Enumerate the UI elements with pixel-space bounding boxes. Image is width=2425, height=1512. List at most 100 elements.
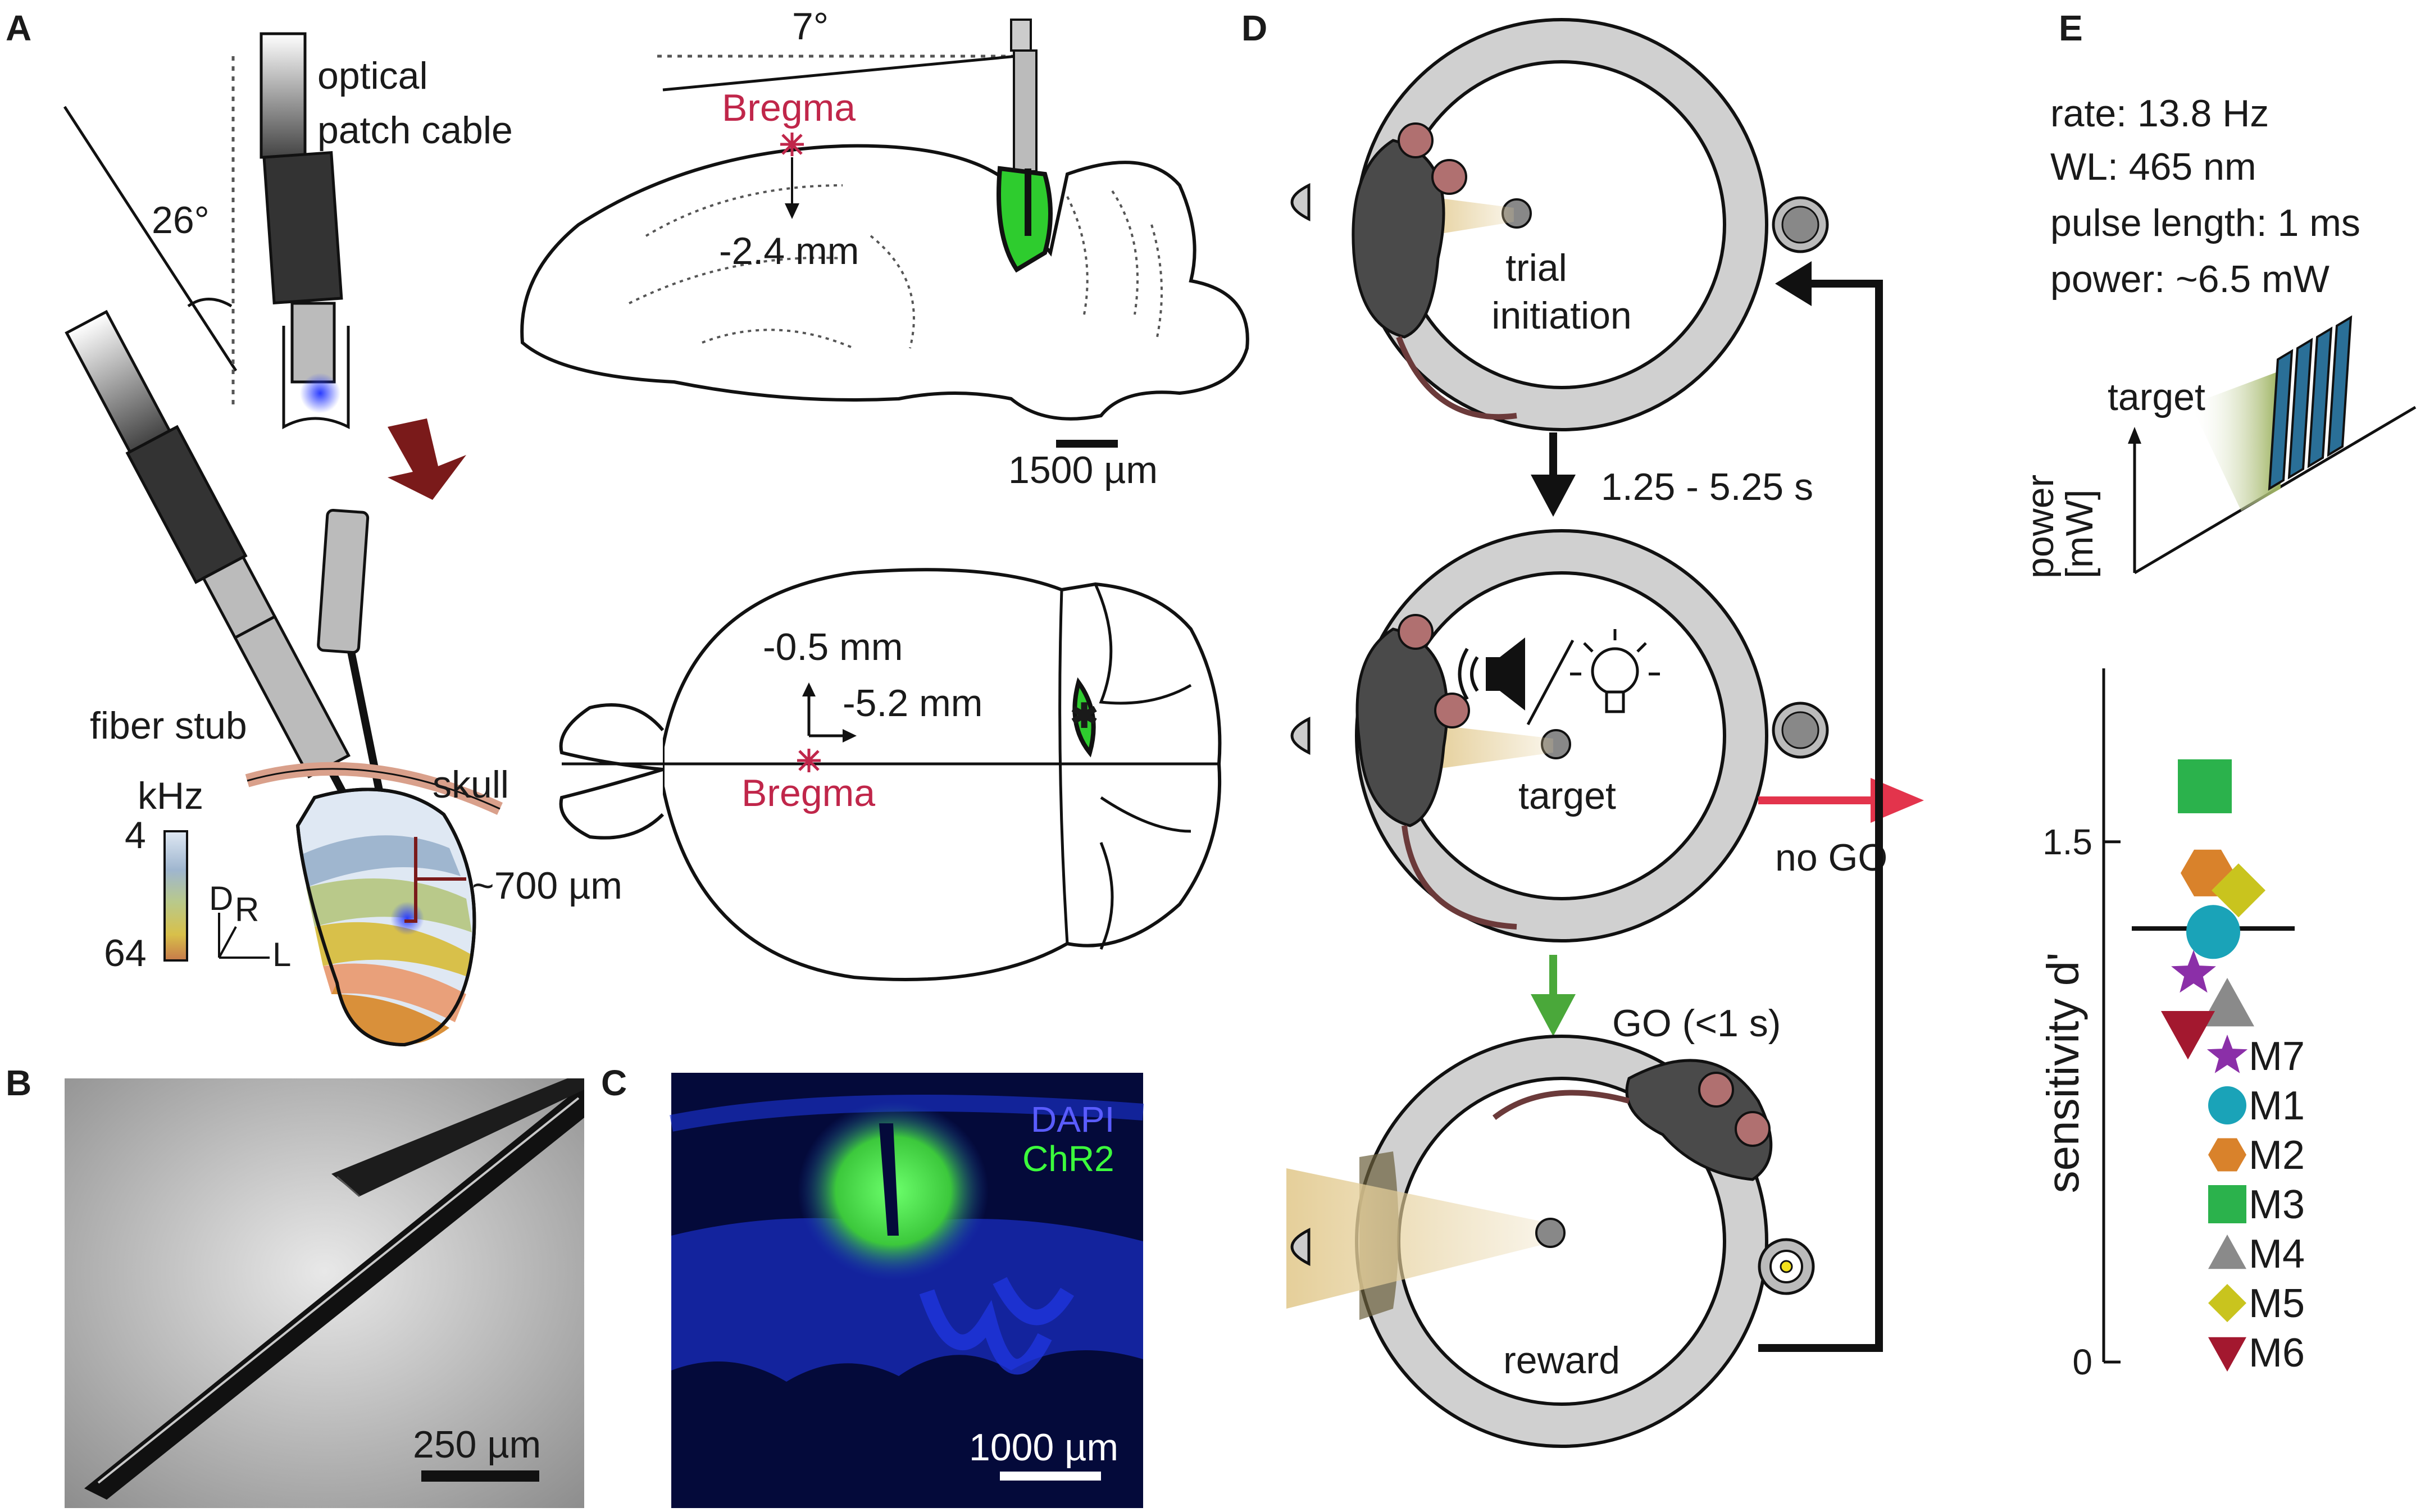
speaker-icon: [1458, 637, 1525, 711]
speaker-left-1: [1290, 183, 1311, 222]
panel-label-e: E: [2059, 8, 2083, 48]
panel-label-a: A: [6, 8, 31, 48]
go-label: GO (<1 s): [1612, 1002, 1781, 1045]
target-label-d: target: [1518, 775, 1616, 817]
data-point-m7: [2171, 950, 2216, 993]
behavior-task: trial initiation 1.25 - 5.25 s: [1286, 18, 1924, 1448]
legend-label-m4: M4: [2249, 1232, 2305, 1277]
arena-target: target: [1290, 529, 1829, 942]
fiber-stub: [317, 509, 370, 654]
ml-offset-dorsal: -0.5 mm: [763, 626, 903, 668]
legend-marker-m2: [2208, 1138, 2246, 1172]
y-tick-label: 1.5: [2042, 822, 2092, 862]
param-pulse-length: pulse length: 1 ms: [2050, 202, 2360, 244]
mouse-2: [1355, 627, 1449, 827]
param-wavelength: WL: 465 nm: [2050, 145, 2256, 188]
stim-parameters: rate: 13.8 Hz WL: 465 nm pulse length: 1…: [2050, 92, 2360, 300]
reward-label: reward: [1503, 1339, 1620, 1382]
legend-label-m5: M5: [2249, 1281, 2305, 1326]
legend-marker-m7: [2206, 1035, 2248, 1073]
arrow-down-1: [1531, 475, 1576, 517]
brain-outline-dorsal: [661, 568, 1222, 981]
dapi-label: DAPI: [1031, 1099, 1114, 1140]
legend-label-m3: M3: [2249, 1182, 2305, 1227]
legend-label-m2: M2: [2249, 1133, 2305, 1178]
lightbulb-icon: [1570, 629, 1660, 713]
fiber-stub-label: fiber stub: [90, 704, 247, 747]
cable-label-line1: optical: [317, 54, 428, 97]
legend-label-m7: M7: [2249, 1034, 2305, 1079]
frequency-colorbar: [163, 830, 188, 962]
speaker-left-3: [1290, 1227, 1311, 1267]
histology-image: DAPI ChR2 1000 µm: [670, 1073, 1144, 1508]
param-rate: rate: 13.8 Hz: [2050, 92, 2269, 135]
stim-schematic: target power [mW]: [2019, 315, 2417, 579]
legend-marker-m3: [2208, 1185, 2246, 1223]
arrow-no-go-icon: [1871, 778, 1924, 823]
dorsal-brain: ✱ Bregma -0.5 mm -5.2 mm: [559, 568, 1222, 981]
loop-arrow: [1758, 280, 1883, 1352]
arena-reward: reward: [1286, 1035, 1815, 1448]
trial-label-line1: trial: [1505, 247, 1567, 289]
angle-7-label: 7°: [792, 5, 829, 48]
axis-d-label: D: [209, 880, 233, 917]
arrow-go-icon: [1531, 994, 1576, 1036]
legend-label-m6: M6: [2249, 1331, 2305, 1376]
stim-target-label: target: [2108, 376, 2205, 418]
bregma-marker-dorsal: [797, 749, 821, 772]
scale-label-b: 250 µm: [413, 1423, 541, 1466]
legend-marker-m6: [2208, 1337, 2246, 1372]
chr2-label: ChR2: [1022, 1138, 1114, 1179]
orientation-axes: D R L: [209, 880, 291, 973]
pulse-train: [2268, 315, 2353, 491]
panel-label-b: B: [6, 1063, 31, 1103]
legend-label-m1: M1: [2249, 1083, 2305, 1128]
axis-r-label: R: [235, 891, 259, 928]
legend-marker-m5: [2208, 1284, 2246, 1322]
legend-marker-m4: [2208, 1235, 2246, 1269]
svg-text:✱: ✱: [1070, 697, 1098, 735]
axis-l-label: L: [272, 936, 291, 973]
panel-label-c: C: [601, 1063, 627, 1103]
down-arrow-icon: [388, 418, 466, 500]
auditory-cortex: [295, 787, 476, 1047]
panel-label-d: D: [1241, 8, 1267, 48]
bregma-label-dorsal: Bregma: [741, 772, 875, 814]
bregma-label-sagittal: Bregma: [722, 86, 856, 129]
freq-high-label: 64: [104, 932, 147, 974]
data-point-m4: [2200, 977, 2254, 1027]
ap-offset-sagittal: -2.4 mm: [719, 230, 859, 272]
sagittal-brain: 7° Bregma -2.4 mm 1500 µm: [520, 5, 1249, 491]
delay-label: 1.25 - 5.25 s: [1601, 466, 1813, 508]
skull-label: skull: [433, 763, 509, 806]
power-axis-unit: [mW]: [2058, 489, 2101, 579]
ap-offset-dorsal: -5.2 mm: [843, 682, 982, 725]
fiber-micrograph: 250 µm: [65, 1078, 584, 1508]
light-glow: [300, 373, 340, 413]
y-tick-label: 0: [2072, 1342, 2092, 1382]
arena-trial-initiation: trial initiation: [1290, 18, 1829, 431]
cable-label-line2: patch cable: [317, 109, 513, 152]
mouse-1: [1352, 139, 1445, 339]
angle-26-label: 26°: [152, 199, 210, 242]
bregma-marker-sagittal: [780, 133, 804, 156]
param-power: power: ~6.5 mW: [2050, 258, 2330, 300]
no-go-label: no GO: [1775, 836, 1887, 879]
injection-site-dorsal: [1072, 677, 1096, 758]
mouse-3: [1625, 1059, 1773, 1181]
scale-label-sagittal: 1500 µm: [1008, 449, 1158, 491]
data-point-m6: [2161, 1010, 2215, 1060]
data-point-m5: [2212, 863, 2265, 918]
speaker-left-2: [1290, 716, 1311, 755]
power-axis-label: power: [2019, 475, 2062, 579]
y-axis-label: sensitivity d': [2038, 953, 2088, 1194]
trial-label-line2: initiation: [1491, 294, 1632, 337]
legend-marker-m1: [2208, 1086, 2246, 1124]
depth-label: ~700 µm: [472, 864, 622, 907]
brain-outline-sagittal: [520, 144, 1249, 421]
patch-cable: [260, 32, 307, 159]
freq-low-label: 4: [125, 814, 146, 857]
data-point-m3: [2178, 759, 2232, 813]
implant-schematic: 26° optical patch cable fiber stub skull: [63, 32, 622, 1047]
